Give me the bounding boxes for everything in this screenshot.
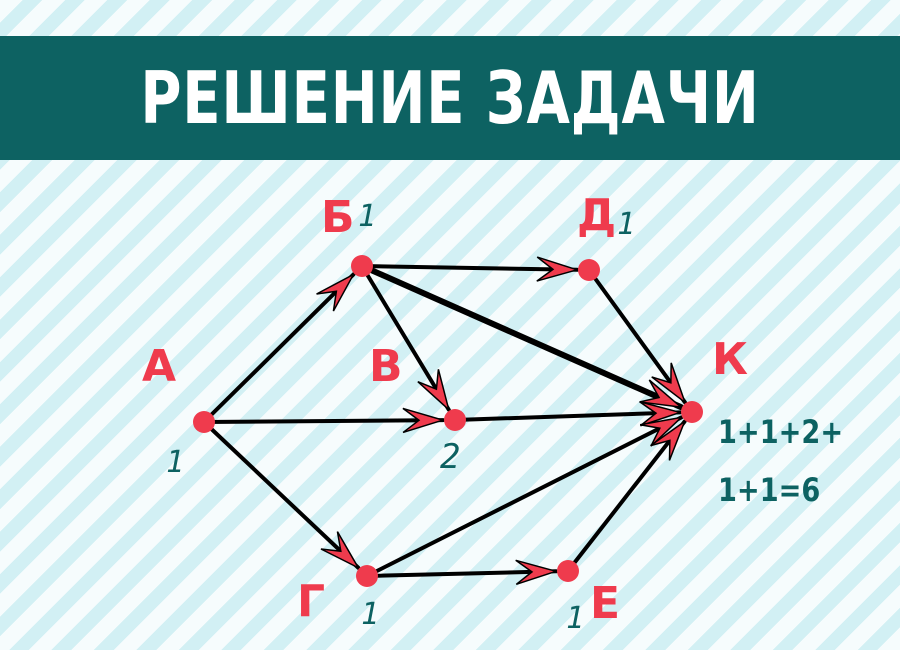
edge-b-d bbox=[360, 264, 580, 272]
title-banner: РЕШЕНИЕ ЗАДАЧИ bbox=[0, 36, 900, 160]
sum-line-1: 1+1+2+ bbox=[718, 413, 844, 451]
edge-v-k bbox=[453, 410, 683, 422]
edge-a-g bbox=[202, 420, 361, 570]
path-count-g: 1 bbox=[361, 597, 380, 632]
edge-a-b bbox=[202, 272, 356, 424]
arrowhead-d-k bbox=[651, 362, 687, 405]
path-count-v: 2 bbox=[440, 437, 461, 477]
vertex-label-g: Г bbox=[297, 576, 326, 627]
vertex-label-e: Е bbox=[590, 578, 621, 629]
arrowhead-e-k bbox=[650, 419, 687, 461]
edge-d-k bbox=[587, 268, 687, 405]
vertex-b bbox=[351, 255, 373, 277]
vertex-d bbox=[578, 259, 600, 281]
arrowhead-a-g bbox=[320, 531, 361, 570]
edge-b-k bbox=[359, 263, 685, 411]
vertex-g bbox=[356, 565, 378, 587]
edge-g-k bbox=[365, 415, 684, 578]
vertex-label-v: В bbox=[369, 341, 403, 392]
arrowhead-b-k bbox=[639, 379, 684, 409]
edge-a-v bbox=[202, 418, 446, 424]
vertex-e bbox=[557, 560, 579, 582]
arrowhead-v-k bbox=[639, 401, 683, 427]
vertex-v bbox=[444, 409, 466, 431]
path-count-e: 1 bbox=[566, 601, 585, 636]
arrowhead-a-v bbox=[402, 407, 446, 434]
edge-g-e bbox=[365, 569, 559, 578]
path-count-a: 1 bbox=[166, 445, 185, 480]
sum-line-2: 1+1=6 bbox=[718, 471, 821, 509]
path-count-b: 1 bbox=[358, 199, 377, 234]
vertex-label-a: А bbox=[142, 341, 177, 392]
edge-e-k bbox=[566, 419, 687, 573]
vertex-a bbox=[193, 411, 215, 433]
title-text: РЕШЕНИЕ ЗАДАЧИ bbox=[140, 56, 760, 140]
vertex-label-d: Д bbox=[577, 190, 617, 241]
vertex-label-b: Б bbox=[321, 192, 355, 243]
arrowhead-g-e bbox=[515, 559, 559, 586]
vertex-label-k: К bbox=[712, 334, 748, 385]
arrowhead-b-d bbox=[536, 256, 580, 282]
path-count-d: 1 bbox=[617, 207, 636, 242]
arrowhead-g-k bbox=[640, 416, 684, 447]
vertex-k bbox=[681, 401, 703, 423]
edge-b-v bbox=[360, 264, 451, 412]
arrowhead-a-b bbox=[316, 272, 356, 312]
arrowhead-b-v bbox=[417, 369, 451, 412]
